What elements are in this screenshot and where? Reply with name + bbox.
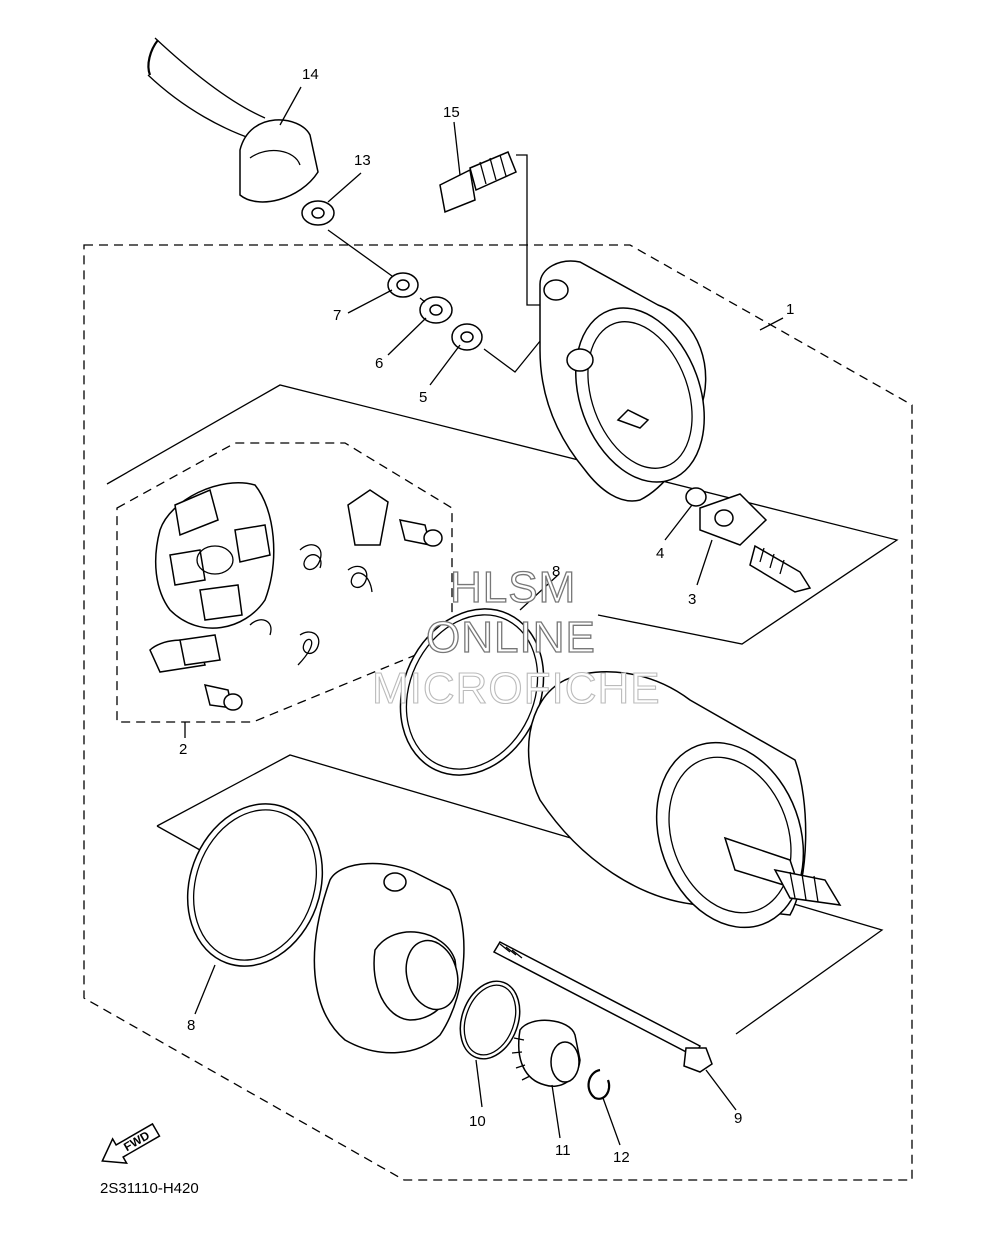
watermark-line1: HLSM	[450, 563, 576, 612]
gear-11	[511, 1019, 581, 1087]
nut-13	[301, 200, 335, 226]
callout-9: 9	[734, 1110, 742, 1127]
callout-3: 3	[688, 591, 696, 608]
front-cover	[313, 862, 465, 1054]
watermark-line3: MICROFICHE	[372, 664, 661, 713]
callout-8-upper: 8	[552, 563, 560, 580]
washer-5	[451, 323, 483, 351]
fwd-arrow-icon: FWD	[101, 1122, 161, 1164]
brush-block	[347, 489, 389, 546]
o-ring-4	[685, 487, 707, 507]
callout-4: 4	[656, 545, 664, 562]
callout-14: 14	[302, 66, 319, 83]
brush-set-panel	[106, 384, 899, 645]
callout-2: 2	[179, 741, 187, 758]
washer-7	[387, 272, 419, 298]
callout-5: 5	[419, 389, 427, 406]
brush-spring	[347, 565, 373, 593]
panel-edge	[156, 825, 201, 851]
brush-screw	[398, 519, 443, 547]
diagram-code: 2S31110-H420	[100, 1180, 199, 1197]
terminal-assembly-3	[699, 493, 812, 593]
o-ring-8-lower	[186, 803, 324, 967]
callout-13: 13	[354, 152, 371, 169]
brush-spring	[299, 544, 322, 571]
brush-holder-2	[154, 482, 275, 629]
brush-spring	[249, 619, 272, 636]
o-ring-10	[459, 980, 521, 1060]
callout-8-lower: 8	[187, 1017, 195, 1034]
callout-1: 1	[786, 301, 794, 318]
watermark-line2: ONLINE	[426, 613, 596, 662]
washer-6	[419, 296, 453, 324]
circlip-12	[587, 1068, 611, 1100]
brush-lead	[149, 634, 221, 673]
watermark: HLSM ONLINE MICROFICHE	[371, 562, 661, 713]
callout-12: 12	[613, 1149, 630, 1166]
leader-lines	[184, 86, 784, 1146]
assembly-boundary-1	[83, 244, 913, 1181]
callout-7: 7	[333, 307, 341, 324]
callout-labels: 1 2 3 4 5 6 7 8 8 9 10 11 12 13 14 15	[179, 66, 794, 1166]
guide-line	[327, 229, 546, 373]
starter-cable-14	[147, 37, 319, 203]
callout-6: 6	[375, 355, 383, 372]
brush-holder-screw	[203, 684, 243, 711]
assembly-boundary-2	[116, 442, 453, 723]
callout-11: 11	[555, 1142, 571, 1159]
brush-spring	[297, 631, 320, 666]
through-bolt-9	[492, 941, 713, 1073]
bolt-15	[439, 151, 517, 214]
callout-15: 15	[443, 104, 460, 121]
yoke-armature	[527, 671, 842, 929]
rear-cover-1	[539, 260, 707, 502]
callout-10: 10	[469, 1113, 486, 1130]
